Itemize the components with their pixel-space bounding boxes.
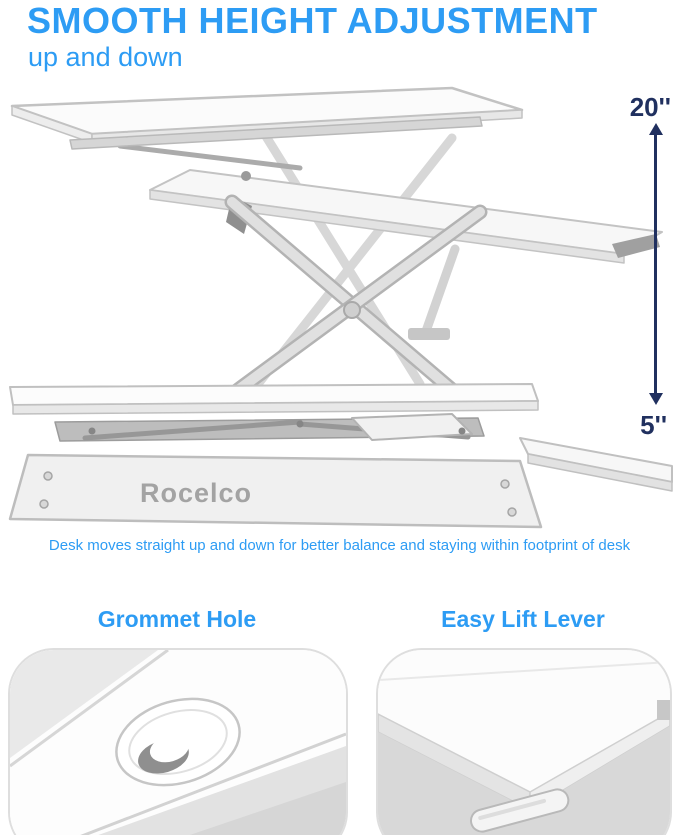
page-subtitle: up and down (28, 42, 183, 72)
easy-lift-lever-image (376, 648, 672, 835)
lift-lever-graphic (470, 788, 570, 833)
tray-support-arm (408, 244, 460, 340)
arrow-up-icon (649, 123, 663, 135)
easy-lift-lever-photo (378, 650, 670, 835)
desk-top-surface (10, 86, 524, 150)
brand-text: Rocelco (140, 478, 252, 508)
lower-keyboard-tray (519, 437, 673, 492)
caption-text: Desk moves straight up and down for bett… (48, 537, 631, 554)
base-platform: Rocelco (8, 453, 543, 529)
lower-platform (9, 383, 539, 415)
arrow-down-icon (649, 393, 663, 405)
grommet-hole-graphic (115, 697, 241, 787)
base-mechanism (54, 413, 485, 442)
feature-title-grommet-hole: Grommet Hole (97, 606, 257, 632)
measurement-bottom-label: 5'' (640, 410, 667, 440)
measurement-line (654, 134, 657, 394)
desk-illustration: Rocelco (8, 86, 673, 529)
scissor-legs (224, 194, 488, 398)
keyboard-tray (149, 169, 663, 264)
grommet-hole-image (8, 648, 348, 835)
feature-title-easy-lift-lever: Easy Lift Lever (441, 606, 605, 632)
page-title: SMOOTH HEIGHT ADJUSTMENT (27, 0, 598, 41)
desk-clamp-bracket (657, 700, 670, 720)
grommet-hole-photo (10, 650, 346, 835)
measurement-top-label: 20'' (629, 92, 671, 122)
